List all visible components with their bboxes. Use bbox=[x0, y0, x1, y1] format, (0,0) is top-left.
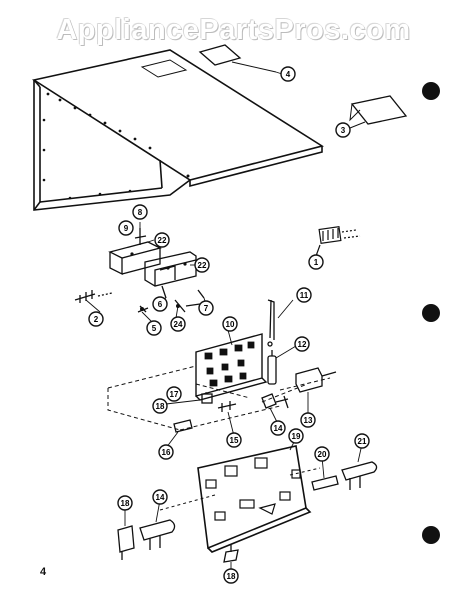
svg-text:14: 14 bbox=[156, 493, 165, 502]
svg-text:16: 16 bbox=[162, 448, 171, 457]
svg-text:18: 18 bbox=[227, 572, 236, 581]
frame-rivets bbox=[42, 92, 190, 200]
registration-dot-bottom bbox=[422, 526, 440, 544]
callout-3: 3 bbox=[335, 122, 351, 138]
lower-panel-19 bbox=[197, 445, 312, 553]
svg-text:21: 21 bbox=[358, 437, 367, 446]
svg-text:20: 20 bbox=[318, 450, 327, 459]
part-tube-18 bbox=[117, 525, 135, 560]
callout-14-left: 14 bbox=[152, 489, 168, 505]
callout-22-upper: 22 bbox=[154, 232, 170, 248]
svg-text:15: 15 bbox=[230, 436, 239, 445]
svg-text:9: 9 bbox=[124, 224, 129, 233]
svg-text:22: 22 bbox=[158, 236, 167, 245]
callout-22-lower: 22 bbox=[194, 257, 210, 273]
callout-8: 8 bbox=[132, 204, 148, 220]
upper-bracket-assembly bbox=[74, 228, 205, 313]
svg-text:17: 17 bbox=[170, 390, 179, 399]
callout-2: 2 bbox=[88, 311, 104, 327]
callout-18-bottom: 18 bbox=[223, 568, 239, 584]
callout-5: 5 bbox=[146, 320, 162, 336]
svg-text:1: 1 bbox=[314, 258, 319, 267]
callout-6: 6 bbox=[152, 296, 168, 312]
svg-text:10: 10 bbox=[226, 320, 235, 329]
callout-11: 11 bbox=[296, 287, 312, 303]
svg-text:18: 18 bbox=[121, 499, 130, 508]
top-panel-recess bbox=[140, 59, 188, 78]
part-connector-1 bbox=[315, 225, 361, 257]
lower-panel-switches bbox=[205, 457, 301, 521]
registration-dot-middle bbox=[422, 304, 440, 322]
svg-text:8: 8 bbox=[138, 208, 143, 217]
svg-text:5: 5 bbox=[152, 324, 157, 333]
callout-7: 7 bbox=[198, 300, 214, 316]
callout-1: 1 bbox=[308, 254, 324, 270]
part-clip-14 bbox=[261, 393, 289, 409]
svg-text:14: 14 bbox=[274, 424, 283, 433]
svg-text:3: 3 bbox=[341, 126, 346, 135]
callout-19: 19 bbox=[288, 428, 304, 444]
part-tube-20 bbox=[311, 475, 339, 491]
callout-18-mid: 18 bbox=[152, 398, 168, 414]
svg-text:6: 6 bbox=[158, 300, 163, 309]
callout-21: 21 bbox=[354, 433, 370, 449]
callout-13: 13 bbox=[300, 412, 316, 428]
callout-14-mid: 14 bbox=[270, 420, 286, 436]
page-number: 4 bbox=[40, 566, 47, 578]
callout-15: 15 bbox=[226, 432, 242, 448]
svg-text:12: 12 bbox=[298, 340, 307, 349]
callout-10-board: 10 bbox=[222, 316, 238, 332]
part-cylinder-16 bbox=[173, 419, 193, 433]
svg-text:19: 19 bbox=[292, 432, 301, 441]
watermark-text: AppliancePartsPros.com bbox=[56, 14, 411, 46]
svg-text:2: 2 bbox=[94, 315, 99, 324]
callout-20: 20 bbox=[314, 446, 330, 462]
callout-18-left: 18 bbox=[117, 495, 133, 511]
control-board-10 bbox=[195, 333, 268, 401]
cabinet-top-panel bbox=[31, 49, 324, 211]
svg-text:4: 4 bbox=[286, 70, 291, 79]
callout-4: 4 bbox=[280, 66, 296, 82]
callout-17: 17 bbox=[166, 386, 182, 402]
part-tube-21 bbox=[341, 461, 378, 490]
callout-9: 9 bbox=[118, 220, 134, 236]
svg-text:24: 24 bbox=[174, 320, 183, 329]
callout-12: 12 bbox=[294, 336, 310, 352]
control-board-relays bbox=[204, 341, 255, 387]
callout-24: 24 bbox=[170, 316, 186, 332]
part-post-12 bbox=[267, 350, 277, 385]
part-label-3 bbox=[349, 95, 408, 129]
upper-bracket-rivets bbox=[130, 252, 187, 311]
lower-panel-dashes bbox=[159, 467, 321, 511]
dashed-mounting-outline bbox=[107, 365, 331, 431]
svg-text:18: 18 bbox=[156, 402, 165, 411]
registration-dot-top bbox=[422, 82, 440, 100]
callout-16: 16 bbox=[158, 444, 174, 460]
part-tube-14-lower bbox=[139, 519, 176, 550]
part-block-13 bbox=[295, 367, 337, 393]
part-17 bbox=[201, 393, 213, 404]
svg-text:7: 7 bbox=[204, 304, 209, 313]
part-15 bbox=[217, 401, 237, 412]
part-screw-18 bbox=[223, 545, 239, 563]
part-label-4 bbox=[198, 44, 277, 73]
svg-text:13: 13 bbox=[304, 416, 313, 425]
svg-text:11: 11 bbox=[300, 291, 309, 300]
part-spring-11 bbox=[267, 299, 275, 347]
svg-text:22: 22 bbox=[198, 261, 207, 270]
